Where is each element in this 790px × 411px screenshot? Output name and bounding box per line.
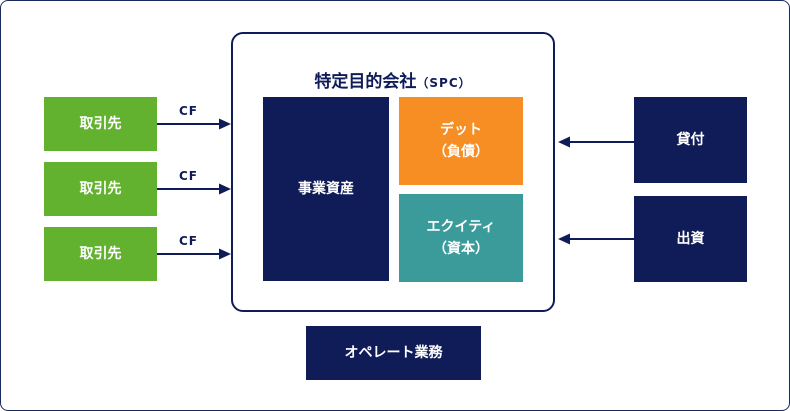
spc-container: 特定目的会社（SPC） (231, 32, 555, 312)
arrow-cf-2 (157, 183, 231, 195)
counterparty-box-1: 取引先 (44, 97, 157, 151)
loan-label: 貸付 (676, 131, 705, 148)
investment-box: 出資 (634, 196, 747, 282)
cf-label-1: CF (179, 104, 199, 118)
spc-title-text: 特定目的会社 (314, 72, 417, 92)
equity-sublabel: （資本） (433, 241, 489, 257)
cf-label-2: CF (179, 169, 199, 183)
spc-title: 特定目的会社（SPC） (233, 67, 553, 92)
loan-box: 貸付 (634, 97, 747, 183)
arrow-loan (558, 136, 634, 148)
counterparty-box-2: 取引先 (44, 162, 157, 216)
equity-label: エクイティ (426, 218, 496, 235)
counterparty-label: 取引先 (79, 180, 122, 197)
cf-label-3: CF (179, 234, 199, 248)
debt-label: デット (440, 121, 482, 138)
arrow-cf-1 (157, 118, 231, 130)
arrow-cf-3 (157, 248, 231, 260)
investment-label: 出資 (676, 230, 705, 247)
debt-sublabel: （負債） (433, 144, 489, 160)
equity-box: エクイティ （資本） (399, 194, 523, 282)
business-assets-box: 事業資産 (263, 97, 389, 281)
counterparty-label: 取引先 (79, 245, 122, 262)
arrow-investment (558, 233, 634, 245)
operations-box: オペレート業務 (306, 326, 481, 380)
spc-subtitle: （SPC） (416, 76, 472, 90)
debt-box: デット （負債） (399, 97, 523, 185)
operations-label: オペレート業務 (344, 344, 443, 361)
counterparty-label: 取引先 (79, 115, 122, 132)
counterparty-box-3: 取引先 (44, 227, 157, 281)
business-assets-label: 事業資産 (298, 180, 354, 197)
